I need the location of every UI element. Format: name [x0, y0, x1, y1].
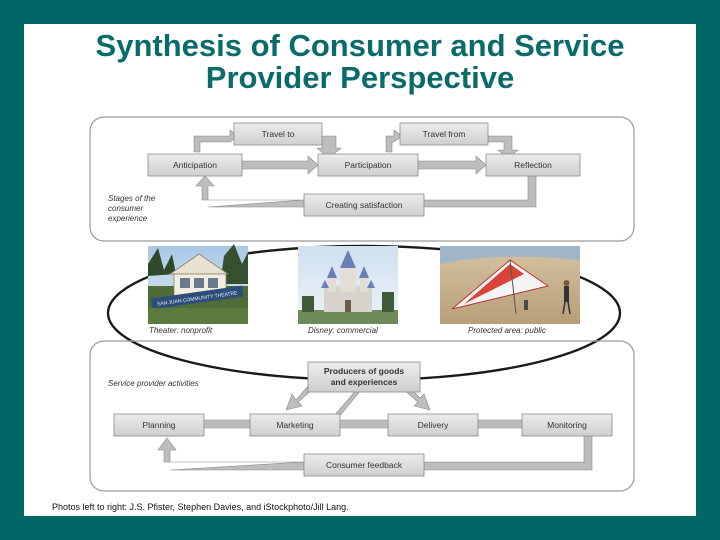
arrow-participation-to-reflection	[418, 156, 486, 174]
consumer-label-line-1: Stages of the	[108, 194, 156, 203]
consumer-feedback-label: Consumer feedback	[326, 460, 403, 470]
box-reflection: Reflection	[486, 154, 580, 176]
monitoring-label: Monitoring	[547, 420, 587, 430]
theater-caption: Theater: nonprofit	[149, 326, 213, 335]
box-marketing: Marketing	[250, 414, 340, 436]
photo-protected-area	[440, 246, 580, 324]
diagram: Stages of the consumer experience Travel…	[24, 24, 696, 516]
box-creating-satisfaction: Creating satisfaction	[304, 194, 424, 216]
slide: Synthesis of Consumer and Service Provid…	[24, 24, 696, 516]
consumer-section-label: Stages of the consumer experience	[108, 194, 156, 223]
box-participation: Participation	[318, 154, 418, 176]
photo-disney	[298, 246, 398, 324]
delivery-label: Delivery	[418, 420, 449, 430]
consumer-label-line-3: experience	[108, 214, 148, 223]
photo-credit: Photos left to right: J.S. Pfister, Step…	[52, 502, 349, 512]
arrow-anticipation-to-travel-to	[194, 130, 238, 152]
provider-section-label: Service provider activities	[108, 379, 199, 388]
creating-satisfaction-label: Creating satisfaction	[325, 200, 402, 210]
box-planning: Planning	[114, 414, 204, 436]
consumer-panel	[90, 117, 634, 241]
reflection-label: Reflection	[514, 160, 552, 170]
travel-from-label: Travel from	[423, 129, 466, 139]
box-delivery: Delivery	[388, 414, 478, 436]
travel-to-label: Travel to	[262, 129, 295, 139]
planning-label: Planning	[142, 420, 175, 430]
box-monitoring: Monitoring	[522, 414, 612, 436]
photo-theater: SAN JUAN COMMUNITY THEATRE	[148, 244, 248, 324]
box-producers: Producers of goods and experiences	[308, 362, 420, 392]
anticipation-label: Anticipation	[173, 160, 217, 170]
participation-label: Participation	[345, 160, 392, 170]
box-travel-to: Travel to	[234, 123, 322, 145]
marketing-label: Marketing	[276, 420, 314, 430]
protected-area-caption: Protected area: public	[468, 326, 546, 335]
arrow-anticipation-to-participation	[242, 156, 318, 174]
producers-line-1: Producers of goods	[324, 366, 405, 376]
disney-caption: Disney: commercial	[308, 326, 378, 335]
consumer-label-line-2: consumer	[108, 204, 143, 213]
box-travel-from: Travel from	[400, 123, 488, 145]
box-consumer-feedback: Consumer feedback	[304, 454, 424, 476]
producers-line-2: and experiences	[331, 377, 398, 387]
box-anticipation: Anticipation	[148, 154, 242, 176]
